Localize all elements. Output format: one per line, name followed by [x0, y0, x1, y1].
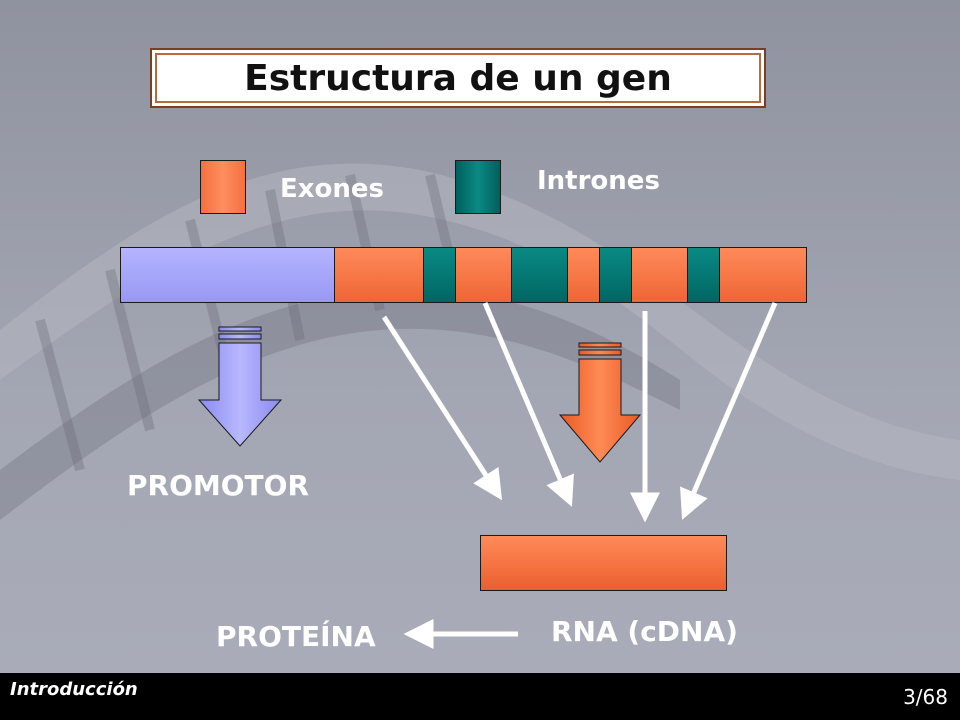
rna-box: [480, 535, 727, 591]
splice-arrow-1: [381, 315, 503, 501]
gene-bar: [120, 247, 807, 303]
title-box: Estructura de un gen: [150, 48, 766, 108]
exon-down-arrow: [558, 342, 642, 463]
section-title: Introducción: [10, 679, 138, 700]
gene-exon-1: [334, 247, 424, 303]
gene-exon-3: [567, 247, 600, 303]
gene-intron-2: [511, 247, 568, 303]
legend-exon-label: Exones: [280, 174, 385, 204]
gene-exon-4: [631, 247, 688, 303]
promotor-label: PROMOTOR: [127, 469, 310, 502]
gene-promoter-region: [120, 247, 335, 303]
legend-exon-swatch: [200, 160, 246, 214]
promoter-down-arrow: [197, 326, 283, 447]
gene-exon-5: [719, 247, 807, 303]
legend-intron-swatch: [455, 160, 501, 214]
footer-bar: Introducción 3/68: [0, 673, 960, 720]
dna-helix-background: [0, 163, 960, 520]
gene-intron-3: [599, 247, 632, 303]
rna-label: RNA (cDNA): [551, 615, 738, 648]
gene-intron-1: [423, 247, 456, 303]
splice-arrow-4: [680, 302, 778, 520]
arrows-layer: [197, 302, 778, 649]
slide-title: Estructura de un gen: [244, 57, 672, 99]
legend-intron-label: Intrones: [537, 166, 660, 196]
splice-arrow-2: [482, 302, 574, 507]
page-number: 3/68: [903, 685, 948, 709]
gene-intron-4: [687, 247, 720, 303]
protein-label: PROTEÍNA: [216, 620, 376, 653]
